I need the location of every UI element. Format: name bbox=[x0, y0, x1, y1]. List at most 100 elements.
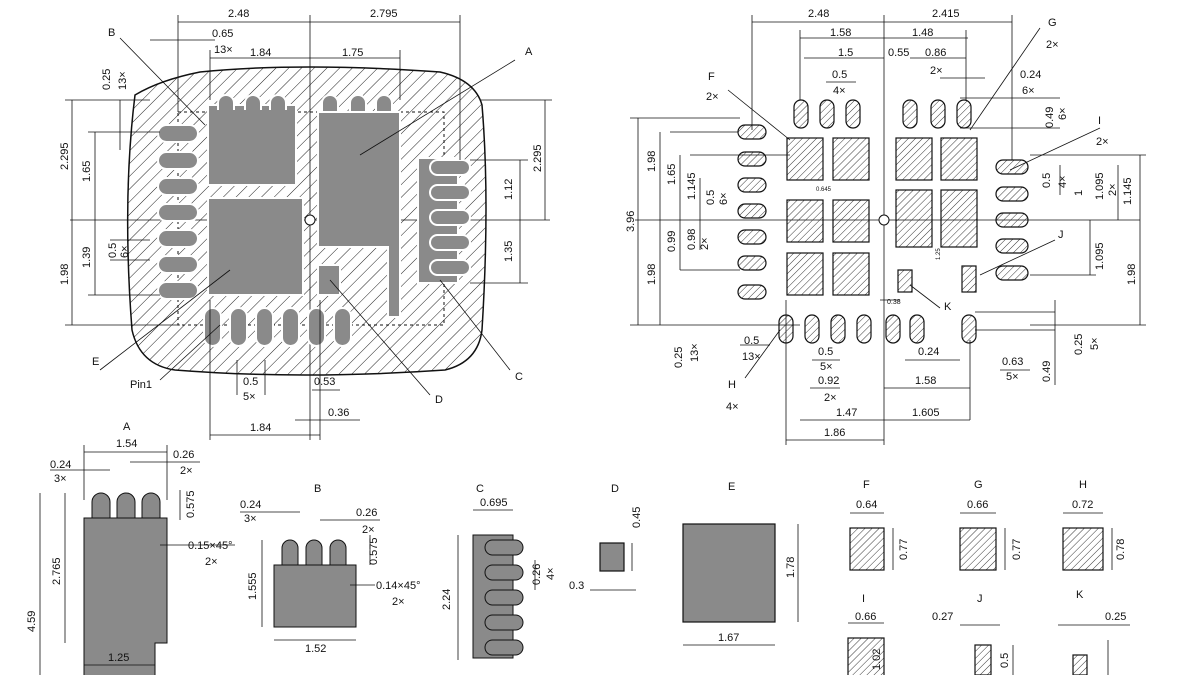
dim: 0.5 bbox=[818, 346, 833, 358]
dim: 1.605 bbox=[912, 407, 940, 419]
dim: 0.55 bbox=[888, 47, 909, 59]
dim: 5× bbox=[1006, 371, 1019, 383]
dim: 2× bbox=[699, 237, 711, 250]
label-h: H bbox=[728, 379, 736, 391]
dim: 2× bbox=[930, 65, 943, 77]
label-c: C bbox=[515, 371, 523, 383]
detail-title: A bbox=[123, 421, 131, 433]
dim: 0.45 bbox=[631, 507, 643, 528]
dim: 6× bbox=[718, 192, 730, 205]
dim: 0.26 bbox=[356, 507, 377, 519]
dim: 0.36 bbox=[328, 407, 349, 419]
detail-title: I bbox=[862, 593, 865, 605]
label-h-count: 4× bbox=[726, 401, 739, 413]
dim: 0.64 bbox=[856, 499, 877, 511]
dim: 1.54 bbox=[116, 438, 137, 450]
detail-c: C 0.695 2.24 0.26 4× bbox=[441, 483, 557, 660]
detail-k: K 0.25 bbox=[1058, 589, 1130, 675]
dim: 1.12 bbox=[503, 179, 515, 200]
dim: 2× bbox=[824, 392, 837, 404]
dim: 5× bbox=[1089, 337, 1101, 350]
detail-title: J bbox=[977, 593, 983, 605]
dim: 2.48 bbox=[228, 8, 249, 20]
label-f-count: 2× bbox=[706, 91, 719, 103]
label-a: A bbox=[525, 46, 533, 58]
dim: 3× bbox=[244, 513, 257, 525]
dim: 0.63 bbox=[1002, 356, 1023, 368]
dim: 0.5 bbox=[999, 653, 1011, 668]
dim: 2.795 bbox=[370, 8, 398, 20]
dim: 2× bbox=[205, 556, 218, 568]
dim: 3.96 bbox=[625, 211, 637, 232]
dim: 0.66 bbox=[967, 499, 988, 511]
dim: 2.48 bbox=[808, 8, 829, 20]
detail-title: H bbox=[1079, 479, 1087, 491]
dim: 1.84 bbox=[250, 47, 271, 59]
dim: 1.84 bbox=[250, 422, 271, 434]
dim: 0.26 bbox=[173, 449, 194, 461]
dim: 13× bbox=[214, 44, 233, 56]
dim: 0.5 bbox=[107, 243, 119, 258]
dim: 0.98 bbox=[686, 229, 698, 250]
dim: 0.645 bbox=[816, 187, 832, 193]
dim: 0.695 bbox=[480, 497, 508, 509]
dim: 3× bbox=[54, 473, 67, 485]
detail-title: D bbox=[611, 483, 619, 495]
label-f: F bbox=[708, 71, 715, 83]
dim: 0.5 bbox=[744, 335, 759, 347]
dim: 4.59 bbox=[26, 611, 38, 632]
dim: 1.145 bbox=[686, 172, 698, 200]
detail-title: C bbox=[476, 483, 484, 495]
dim: 4× bbox=[1057, 175, 1069, 188]
dim: 1.39 bbox=[81, 247, 93, 268]
dim: 0.26 bbox=[531, 564, 543, 585]
dim: 1.65 bbox=[666, 164, 678, 185]
dim: 0.77 bbox=[1011, 539, 1023, 560]
dim: 2.415 bbox=[932, 8, 960, 20]
dim: 0.77 bbox=[898, 539, 910, 560]
main-view bbox=[65, 15, 552, 440]
dim: 13× bbox=[742, 351, 761, 363]
dim: 1.58 bbox=[830, 27, 851, 39]
dim: 6× bbox=[119, 245, 131, 258]
dim: 5× bbox=[243, 391, 256, 403]
dim: 1.48 bbox=[912, 27, 933, 39]
dim: 0.15×45° bbox=[188, 540, 232, 552]
detail-title: E bbox=[728, 481, 735, 493]
dim: 0.3 bbox=[569, 580, 584, 592]
dim: 1.095 bbox=[1094, 242, 1106, 270]
dim: 2× bbox=[180, 465, 193, 477]
dim: 1.35 bbox=[503, 241, 515, 262]
dim: 0.575 bbox=[185, 490, 197, 518]
dim: 0.86 bbox=[925, 47, 946, 59]
dim: 0.65 bbox=[212, 28, 233, 40]
label-k: K bbox=[944, 301, 952, 313]
dim: 0.24 bbox=[918, 346, 939, 358]
dim: 5× bbox=[820, 361, 833, 373]
dim: 0.38 bbox=[887, 299, 901, 306]
dim: 1.65 bbox=[81, 161, 93, 182]
dim: 1.78 bbox=[785, 557, 797, 578]
dim: 0.24 bbox=[240, 499, 261, 511]
label-e: E bbox=[92, 356, 99, 368]
dim: 1.58 bbox=[915, 375, 936, 387]
detail-title: G bbox=[974, 479, 983, 491]
dim: 1.98 bbox=[1126, 264, 1138, 285]
dim: 1.25 bbox=[108, 652, 129, 664]
dim: 0.78 bbox=[1115, 539, 1127, 560]
dim: 1.98 bbox=[646, 151, 658, 172]
label-g-count: 2× bbox=[1046, 39, 1059, 51]
dim: 4× bbox=[545, 567, 557, 580]
dim: 0.25 bbox=[1105, 611, 1126, 623]
dim: 1.98 bbox=[59, 264, 71, 285]
detail-e: E 1.78 1.67 bbox=[682, 481, 799, 646]
dim: 0.575 bbox=[368, 537, 380, 565]
dim: 0.14×45° bbox=[376, 580, 420, 592]
dim: 1.5 bbox=[838, 47, 853, 59]
dim: 1.25 bbox=[936, 248, 942, 260]
label-j: J bbox=[1058, 229, 1064, 241]
dim: 13× bbox=[117, 71, 129, 90]
dim: 0.25 bbox=[1073, 334, 1085, 355]
stencil-view bbox=[630, 15, 1146, 445]
